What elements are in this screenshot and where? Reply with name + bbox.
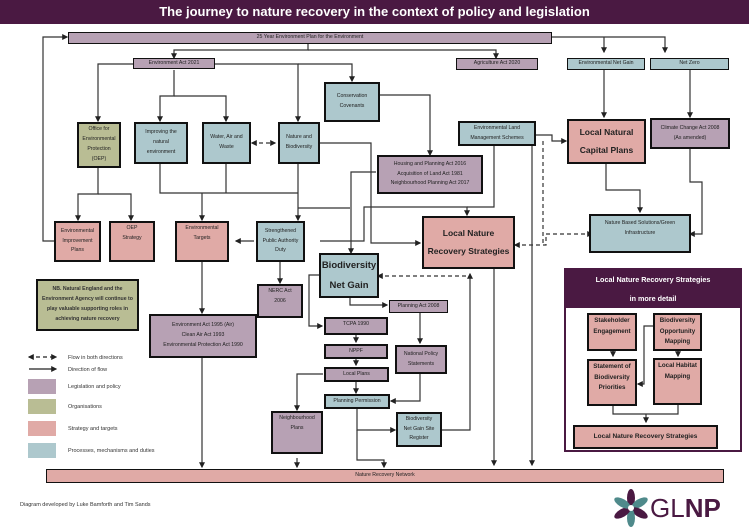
- node-tcpa-1990: TCPA 1990: [324, 317, 388, 335]
- node-nature-based-solutions: Nature Based Solutions/Green Infrastruct…: [589, 214, 691, 253]
- connector: [157, 70, 175, 123]
- node-biodiversity-net-gain: Biodiversity Net Gain: [319, 253, 379, 298]
- node-climate-change-act: Climate Change Act 2008 (As amended): [650, 118, 730, 149]
- detail-biodiversity-opportunity-mapping: Biodiversity Opportunity Mapping: [653, 313, 702, 351]
- node-improving-environment: Improving the natural environment: [134, 122, 188, 164]
- legend-legislation: Legislation and policy: [68, 384, 121, 390]
- connector: [688, 148, 703, 237]
- connector: [98, 193, 134, 222]
- connector: [348, 171, 376, 255]
- detail-stakeholder-engagement: Stakeholder Engagement: [587, 313, 637, 351]
- detail-lnrs: Local Nature Recovery Strategies: [573, 425, 718, 449]
- connector: [441, 272, 473, 431]
- node-air-acts: Environment Act 1995 (Air) Clean Air Act…: [149, 314, 257, 358]
- node-local-natural-capital-plans: Local Natural Capital Plans: [567, 119, 646, 164]
- node-local-plans: Local Plans: [324, 367, 389, 382]
- node-environmental-improvement-plans: Environmental Improvement Plans: [54, 221, 101, 262]
- connector: [171, 43, 309, 60]
- node-nature-biodiversity: Nature and Biodiversity: [278, 122, 320, 164]
- detail-connectors: [610, 325, 681, 424]
- node-nature-recovery-network: Nature Recovery Network: [46, 469, 724, 483]
- legend-direction: Direction of flow: [68, 367, 108, 373]
- connector: [308, 49, 499, 60]
- connector: [513, 231, 594, 248]
- glnp-logo: GLNP: [612, 489, 721, 527]
- node-water-air-waste: Water, Air and Waste: [202, 122, 251, 164]
- legend-swatch-organisations: [28, 399, 56, 414]
- credit-text: Diagram developed by Luke Bamforth and T…: [20, 502, 151, 508]
- connector: [356, 430, 387, 469]
- node-bng-site-register: Biodiversity Net Gain Site Register: [396, 412, 442, 447]
- connector: [174, 95, 229, 123]
- note-supporting-roles: NB. Natural England and the Environment …: [36, 279, 139, 331]
- node-elms: Environmental Land Management Schemes: [458, 121, 536, 146]
- node-planning-act-2008: Planning Act 2008: [389, 300, 448, 313]
- legend-processes: Processes, mechanisms and duties: [68, 448, 155, 454]
- node-planning-permission: Planning Permission: [324, 394, 390, 409]
- node-net-zero: Net Zero: [650, 58, 729, 70]
- connector: [75, 168, 99, 222]
- node-oep-strategy: OEP Strategy: [109, 221, 155, 262]
- connector: [320, 206, 470, 242]
- legend-organisations: Organisations: [68, 404, 102, 410]
- node-strengthened-public-authority-duty: Strengthened Public Authority Duty: [256, 221, 305, 262]
- connector: [467, 145, 495, 208]
- node-conservation-covenants: Conservation Covenants: [324, 82, 380, 122]
- logo-text-light: GL: [650, 492, 685, 523]
- legend-both-directions: Flow in both directions: [68, 355, 123, 361]
- node-national-policy-statements: National Policy Statements: [395, 345, 447, 374]
- connector: [298, 63, 355, 83]
- node-agriculture-act-2020: Agriculture Act 2020: [456, 58, 538, 70]
- node-nerc-act: NERC Act 2006: [257, 284, 303, 318]
- detail-statement-biodiversity-priorities: Statement of Biodiversity Priorities: [587, 359, 637, 406]
- node-environmental-net-gain: Environmental Net Gain: [567, 58, 645, 70]
- connector: [349, 297, 389, 308]
- lnrs-detail-panel: Local Nature Recovery Strategies in more…: [564, 268, 742, 452]
- legend-strategy: Strategy and targets: [68, 426, 118, 432]
- node-neighbourhood-plans: Neighbourhood Plans: [271, 411, 323, 454]
- node-housing-planning-acts: Housing and Planning Act 2016 Acquisitio…: [377, 155, 483, 194]
- node-environment-act-2021: Environment Act 2021: [133, 58, 215, 69]
- connector: [294, 373, 323, 412]
- connector: [356, 409, 397, 433]
- node-nppf: NPPF: [324, 344, 388, 359]
- node-oep: Office for Environmental Protection (OEP…: [77, 122, 121, 168]
- connector: [605, 163, 643, 214]
- node-25-year-plan: 25 Year Environment Plan for the Environ…: [68, 32, 552, 44]
- connector: [159, 164, 298, 194]
- flower-icon: [614, 489, 648, 527]
- connector: [42, 34, 69, 242]
- legend-arrows: [27, 354, 58, 372]
- detail-local-habitat-mapping: Local Habitat Mapping: [653, 358, 702, 405]
- connector: [551, 36, 668, 54]
- logo-text-bold: NP: [684, 492, 721, 523]
- node-local-nature-recovery-strategies: Local Nature Recovery Strategies: [422, 216, 515, 269]
- logo-text: GLNP: [650, 493, 721, 524]
- connector: [636, 325, 655, 387]
- legend-swatch-processes: [28, 443, 56, 458]
- detail-heading: Local Nature Recovery Strategies in more…: [566, 270, 740, 308]
- connector: [536, 134, 568, 144]
- connector: [389, 373, 421, 404]
- legend-swatch-legislation: [28, 379, 56, 394]
- connector: [380, 94, 433, 157]
- legend-swatch-strategy: [28, 421, 56, 436]
- page-title: The journey to nature recovery in the co…: [0, 0, 749, 24]
- connector: [320, 142, 422, 246]
- connector: [95, 63, 133, 123]
- node-environmental-targets: Environmental Targets: [175, 221, 229, 262]
